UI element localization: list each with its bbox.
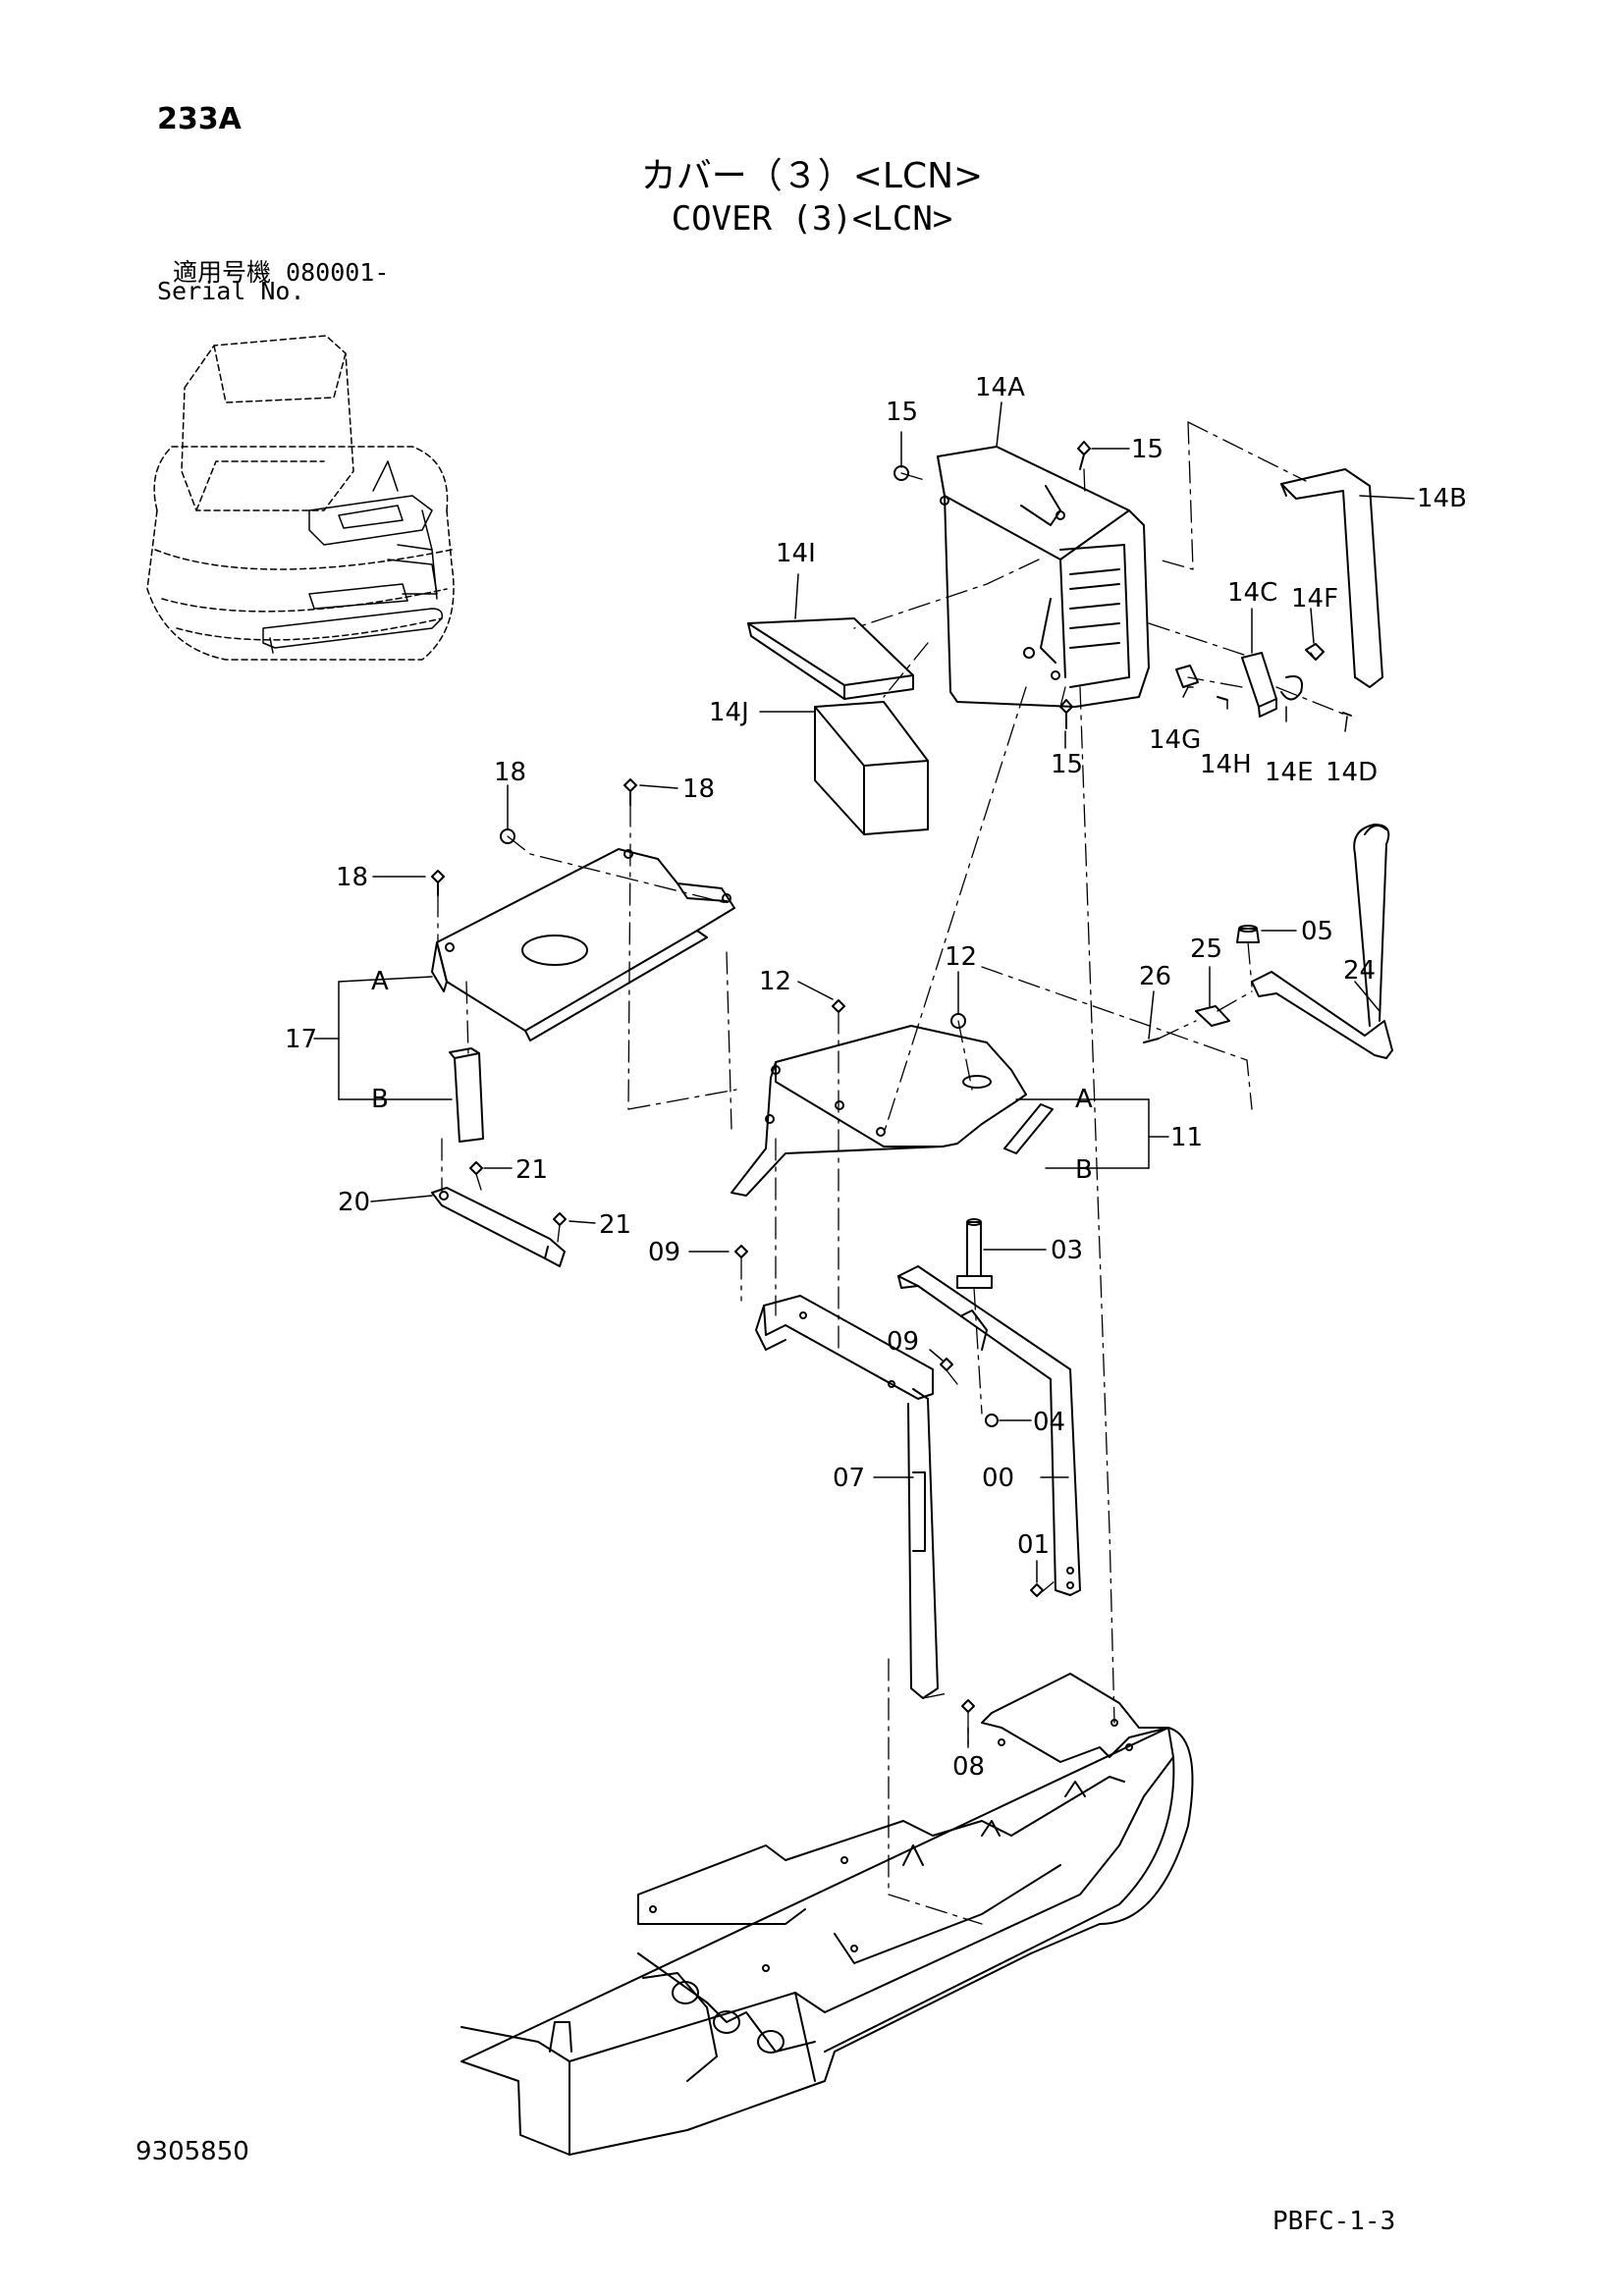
callout-17: 17: [285, 1025, 317, 1054]
callout-labels: 15 14A 15 14B 14I 14C 14F 14J 14G 15 14H…: [285, 373, 1467, 1782]
part-07-bracket: [755, 1295, 939, 1699]
part-14b-handle: [1280, 468, 1383, 688]
part-11-middle-cover: [731, 1025, 1054, 1197]
callout-05: 05: [1301, 917, 1333, 946]
callout-14h: 14H: [1200, 750, 1252, 779]
callout-18-right: 18: [682, 774, 715, 804]
part-14e-ring: [1280, 675, 1303, 701]
part-03-pin: [956, 1218, 993, 1289]
part-14d-screw: [1342, 712, 1352, 717]
part-14f-nut: [1305, 643, 1325, 661]
callout-21-top: 21: [515, 1155, 548, 1185]
title-english: COVER (3)<LCN>: [671, 199, 953, 239]
document-number: 9305850: [135, 2137, 249, 2166]
callout-14b: 14B: [1417, 484, 1467, 513]
part-14a-cover-bracket: [937, 446, 1150, 708]
callout-20: 20: [338, 1188, 370, 1217]
callout-14j: 14J: [709, 698, 749, 727]
callout-18-top: 18: [494, 758, 526, 787]
counterweight-frame: [460, 1673, 1194, 2156]
serial-label-english: Serial No.: [157, 277, 305, 305]
part-12-bolts: [832, 999, 966, 1029]
callout-14d: 14D: [1326, 758, 1378, 787]
page-code: PBFC-1-3: [1272, 2207, 1396, 2236]
part-01-bolt: [1030, 1583, 1044, 1597]
callout-a-left: A: [371, 967, 389, 996]
callout-09-right: 09: [887, 1327, 919, 1357]
callout-14c: 14C: [1227, 578, 1277, 608]
part-14j-pad: [814, 701, 929, 835]
callout-03: 03: [1051, 1236, 1083, 1265]
part-26-screw: [1143, 1038, 1160, 1043]
machine-overview-thumbnail: [146, 335, 455, 661]
callout-08: 08: [952, 1752, 985, 1782]
callout-09-left: 09: [648, 1238, 680, 1267]
part-04-nut: [985, 1414, 999, 1427]
callout-14g: 14G: [1149, 725, 1201, 755]
part-21-bolts: [469, 1161, 567, 1226]
part-25-bracket: [1195, 1005, 1230, 1027]
callout-21-bottom: 21: [599, 1210, 631, 1240]
callout-leader-lines: [313, 401, 1415, 1748]
part-14i-pad: [747, 617, 914, 700]
callout-25: 25: [1190, 934, 1222, 964]
part-20-bracket: [431, 1187, 566, 1267]
part-18-bolts: [431, 778, 637, 896]
callout-15-bottom: 15: [1051, 750, 1083, 779]
callout-a-right: A: [1075, 1085, 1093, 1114]
part-17-top-cover: [431, 848, 735, 1143]
part-09-bolts: [734, 1245, 953, 1371]
callout-14a: 14A: [975, 373, 1025, 402]
page-number: 233A: [157, 102, 242, 136]
callout-01: 01: [1017, 1530, 1050, 1560]
part-05-cap: [1236, 925, 1260, 943]
callout-14i: 14I: [776, 539, 816, 568]
callout-04: 04: [1033, 1408, 1065, 1437]
callout-11: 11: [1170, 1123, 1203, 1152]
callout-12-left: 12: [759, 967, 791, 996]
callout-15-right: 15: [1131, 435, 1164, 464]
callout-26: 26: [1139, 962, 1171, 991]
part-14g-clip: [1175, 665, 1199, 688]
callout-24: 24: [1343, 956, 1376, 986]
callout-00: 00: [982, 1464, 1014, 1493]
part-14h-pin: [1217, 696, 1228, 701]
part-24-grip-handle: [1251, 824, 1393, 1059]
callout-18-left: 18: [336, 863, 368, 892]
callout-b-left: B: [371, 1085, 389, 1114]
part-00-bracket: [897, 1265, 1081, 1596]
callout-15-top: 15: [886, 398, 918, 427]
part-08-bolt: [961, 1699, 975, 1713]
callout-b-right: B: [1075, 1155, 1093, 1185]
title-japanese: カバー（３）<LCN>: [640, 156, 984, 196]
callout-12-right: 12: [945, 942, 977, 972]
serial-label-japanese: 適用号機 080001-: [173, 258, 390, 287]
callout-14e: 14E: [1265, 758, 1314, 787]
callout-07: 07: [833, 1464, 865, 1493]
assembly-center-lines: [437, 421, 1346, 1925]
part-14c-latch: [1241, 652, 1277, 718]
callout-14f: 14F: [1291, 584, 1338, 614]
